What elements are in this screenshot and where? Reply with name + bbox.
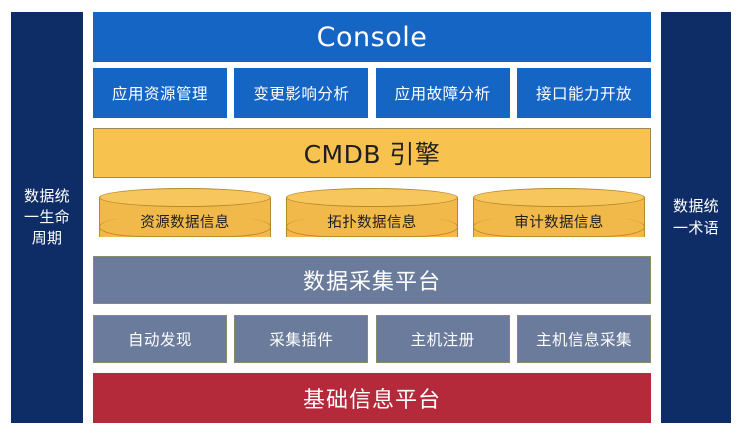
left-rail-line-3: 周期 [31, 229, 63, 248]
collector-tile-row: 自动发现 采集插件 主机注册 主机信息采集 [93, 315, 651, 363]
cylinder-top-icon [286, 188, 458, 207]
data-store-resource[interactable]: 资源数据信息 [99, 188, 271, 246]
right-rail-line-1: 数据统 [673, 197, 719, 216]
data-store-topology[interactable]: 拓扑数据信息 [286, 188, 458, 246]
data-store-audit[interactable]: 审计数据信息 [473, 188, 645, 246]
data-store-label: 资源数据信息 [140, 214, 230, 231]
cmdb-engine-band[interactable]: CMDB 引擎 [93, 128, 651, 178]
collector-tile-plugin[interactable]: 采集插件 [234, 315, 369, 363]
collector-tile-host-info[interactable]: 主机信息采集 [516, 315, 651, 363]
cylinder-bottom-icon [286, 217, 458, 237]
app-tile-api-capability[interactable]: 接口能力开放 [516, 68, 651, 118]
left-rail-line-1: 数据统 [24, 186, 70, 205]
app-tile-fault-analysis[interactable]: 应用故障分析 [375, 68, 510, 118]
data-store-label: 审计数据信息 [514, 214, 604, 231]
data-store-label: 拓扑数据信息 [327, 214, 417, 231]
left-rail-line-2: 一生命 [24, 207, 70, 226]
data-store-row: 资源数据信息 拓扑数据信息 审计数据信息 [99, 188, 645, 246]
right-rail-unified-terminology: 数据统 一术语 [661, 12, 731, 423]
right-rail-label: 数据统 一术语 [665, 196, 727, 239]
app-tile-resource-management[interactable]: 应用资源管理 [93, 68, 227, 118]
collector-tile-host-register[interactable]: 主机注册 [375, 315, 510, 363]
application-tile-row: 应用资源管理 变更影响分析 应用故障分析 接口能力开放 [93, 68, 651, 118]
left-rail-data-lifecycle: 数据统 一生命 周期 [11, 12, 83, 423]
cylinder-bottom-icon [473, 217, 645, 237]
data-collection-platform-band[interactable]: 数据采集平台 [93, 256, 651, 304]
cylinder-top-icon [473, 188, 645, 207]
left-rail-label: 数据统 一生命 周期 [15, 186, 79, 250]
right-rail-line-2: 一术语 [673, 218, 719, 237]
cylinder-bottom-icon [99, 217, 271, 237]
collector-tile-auto-discovery[interactable]: 自动发现 [93, 315, 227, 363]
console-band[interactable]: Console [93, 12, 651, 62]
app-tile-change-impact[interactable]: 变更影响分析 [234, 68, 369, 118]
base-information-platform-band[interactable]: 基础信息平台 [93, 373, 651, 423]
cylinder-top-icon [99, 188, 271, 207]
layer-stack: Console 应用资源管理 变更影响分析 应用故障分析 接口能力开放 CMDB… [93, 12, 651, 423]
